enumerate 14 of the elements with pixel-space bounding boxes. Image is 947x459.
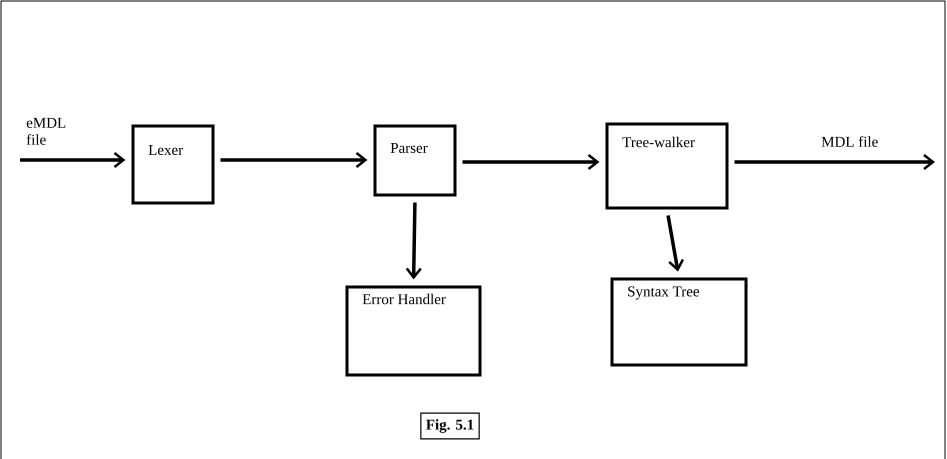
edge-label: eMDL file (26, 118, 66, 145)
arrow (734, 154, 936, 170)
arrow (406, 202, 422, 280)
edge-label: MDL file (822, 136, 878, 147)
process-box: Tree-walker (606, 122, 728, 210)
arrow (20, 152, 126, 168)
process-box: Parser (374, 124, 456, 196)
figure-caption: Fig. 5.1 (420, 412, 480, 440)
process-box: Error Handler (346, 286, 482, 376)
arrow (666, 215, 684, 272)
process-box: Syntax Tree (610, 278, 748, 366)
arrow (462, 154, 600, 170)
process-box: Lexer (132, 124, 214, 204)
arrow (220, 152, 368, 168)
